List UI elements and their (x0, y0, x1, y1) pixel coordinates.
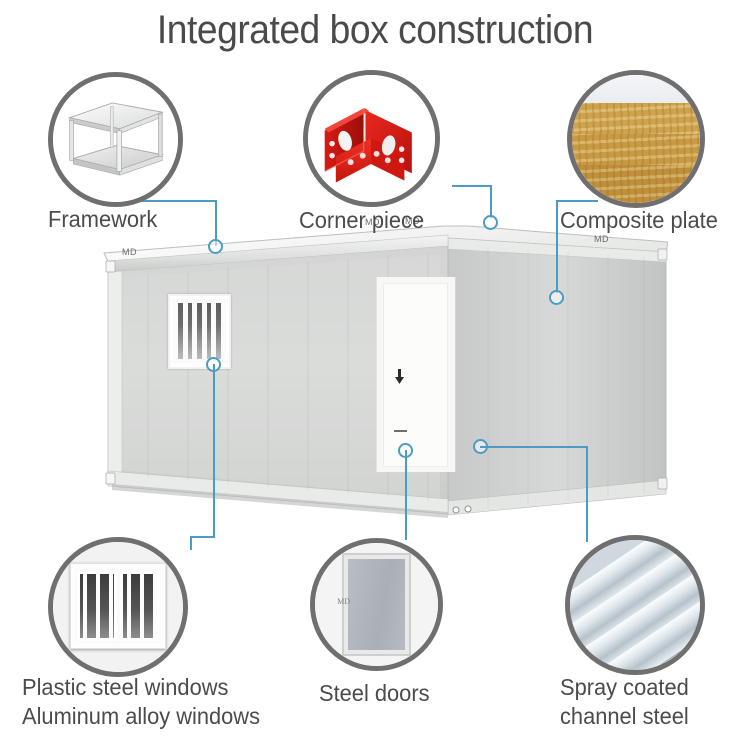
steel-frame-icon (53, 77, 178, 202)
connector-window (190, 536, 215, 538)
callout-circle-framework[interactable] (48, 72, 183, 207)
connector-framework (215, 200, 217, 246)
window-security-bars (173, 301, 226, 360)
window-glass (173, 301, 226, 360)
connector-corner-piece (452, 185, 492, 187)
rockwool-sandwich-panel-icon (572, 75, 700, 203)
callout-circle-windows[interactable] (48, 537, 188, 677)
connector-door (405, 450, 407, 540)
steel-door-icon: MD (315, 543, 438, 666)
callout-circle-corner-piece[interactable] (303, 70, 440, 207)
callout-circle-steel-doors[interactable]: MD (310, 538, 443, 671)
connector-dot-composite-plate (549, 290, 564, 305)
channel-steel-icon (570, 540, 700, 670)
door-keyhole (394, 430, 407, 432)
connector-window (190, 536, 192, 550)
sliding-window-icon (53, 542, 183, 672)
door-panel (383, 283, 448, 467)
brand-mark-md: MD (405, 216, 420, 226)
connector-dot-framework (208, 239, 223, 254)
callout-label-windows: Plastic steel windows Aluminum alloy win… (22, 674, 261, 729)
callout-label-composite-plate: Composite plate (560, 207, 718, 233)
container-door (376, 277, 456, 472)
connector-channel-steel (586, 446, 588, 542)
callout-circle-channel-steel[interactable] (565, 535, 705, 675)
window-bottom-rail (171, 359, 228, 363)
container-window (168, 294, 231, 369)
callout-label-corner-piece: Corner piece (299, 207, 425, 233)
connector-window (213, 364, 215, 536)
connector-dot-corner-piece (483, 215, 498, 230)
callout-label-channel-steel: Spray coated channel steel (560, 674, 689, 729)
window-top-rail (171, 299, 228, 303)
connector-corner-piece (490, 185, 492, 218)
brand-mark-md: MD (365, 217, 380, 227)
red-corner-casting-icon (308, 75, 435, 202)
connector-channel-steel (480, 446, 588, 448)
door-handle-icon (395, 369, 404, 385)
brand-mark-md: MD (122, 247, 137, 257)
callout-label-framework: Framework (48, 206, 158, 232)
callout-circle-composite-plate[interactable] (567, 70, 705, 208)
container-house-illustration: MD MD MD MD (88, 216, 668, 522)
brand-mark-md: MD (594, 234, 609, 244)
connector-composite-plate (556, 200, 558, 293)
page-title: Integrated box construction (156, 8, 594, 52)
callout-label-steel-doors: Steel doors (319, 680, 430, 706)
